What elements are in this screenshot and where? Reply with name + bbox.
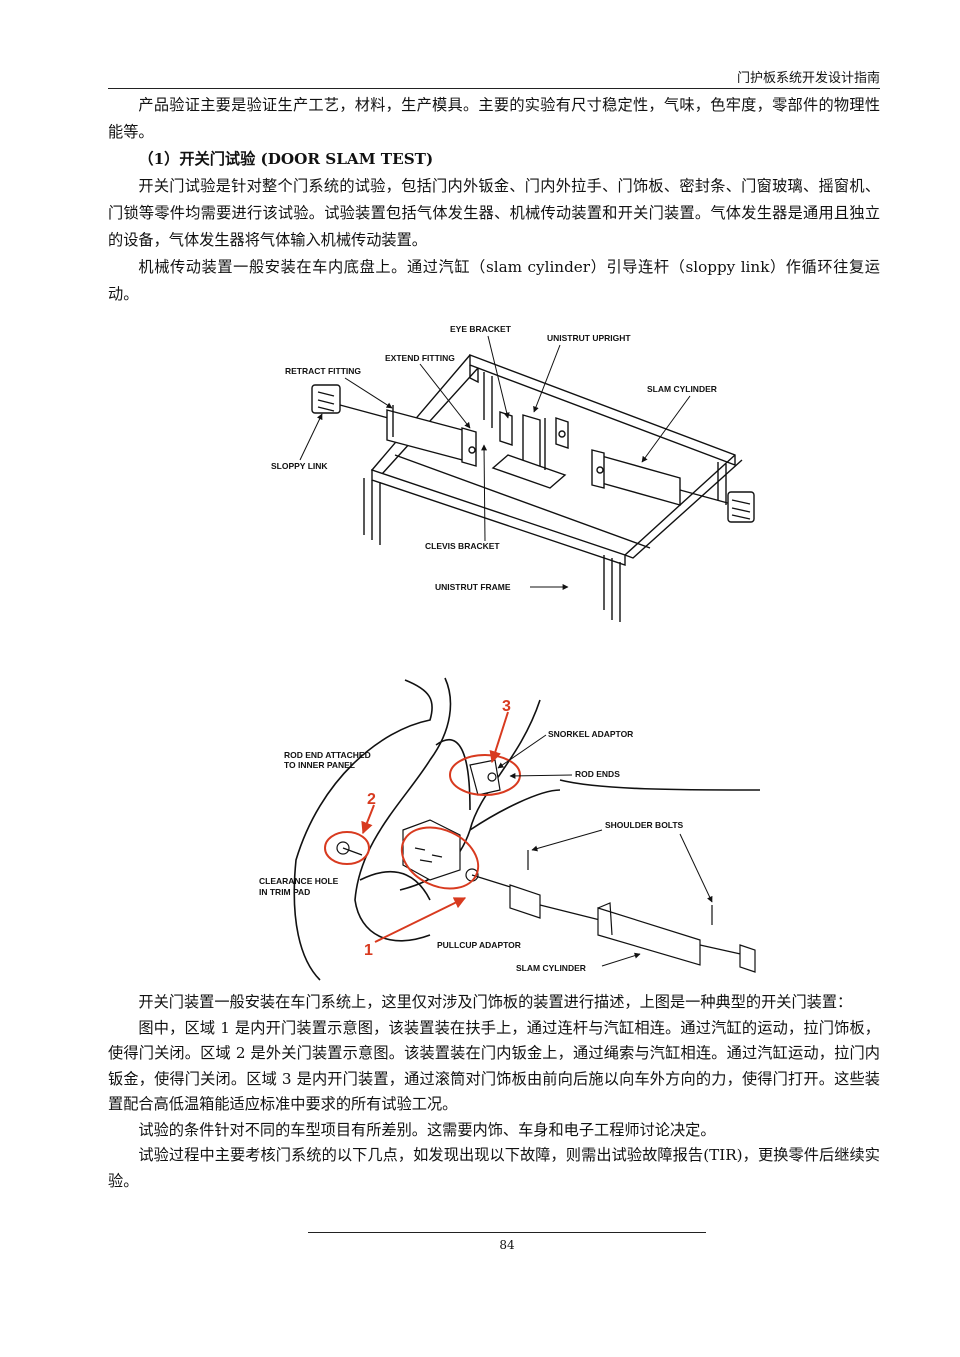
label-rod-ends: ROD ENDS — [575, 769, 620, 779]
label-clevis-bracket: CLEVIS BRACKET — [425, 541, 500, 551]
label-slam-cylinder-1: SLAM CYLINDER — [647, 384, 717, 394]
paragraph-door-slam-test: 开关门试验是针对整个门系统的试验，包括门内外钣金、门内外拉手、门饰板、密封条、门… — [108, 177, 880, 249]
body-text-after-figure: 开关门装置一般安装在车门系统上，这里仅对涉及门饰板的装置进行描述，上图是一种典型… — [108, 990, 880, 1194]
page-number: 84 — [499, 1238, 515, 1252]
region-3-marker: 3 — [502, 698, 511, 715]
label-eye-bracket: EYE BRACKET — [450, 324, 512, 334]
label-shoulder-bolts: SHOULDER BOLTS — [605, 820, 684, 830]
page-header-title: 门护板系统开发设计指南 — [736, 71, 880, 86]
label-sloppy-link: SLOPPY LINK — [271, 461, 328, 471]
label-snorkel-adaptor: SNORKEL ADAPTOR — [548, 729, 633, 739]
region-2-marker: 2 — [367, 791, 376, 808]
red-highlight-circles — [324, 711, 521, 943]
label-rod-end-attached-line1: ROD END ATTACHED — [284, 750, 371, 760]
label-slam-cylinder-2: SLAM CYLINDER — [516, 963, 586, 973]
paragraph-mechanical-drive: 机械传动装置一般安装在车内底盘上。通过汽缸（slam cylinder）引导连杆… — [108, 258, 880, 303]
figure1-leader-lines — [299, 335, 691, 590]
figure2-leader-lines — [497, 734, 713, 967]
label-retract-fitting: RETRACT FITTING — [285, 366, 361, 376]
label-unistrut-upright: UNISTRUT UPRIGHT — [547, 333, 631, 343]
paragraph-device-overview: 开关门装置一般安装在车门系统上，这里仅对涉及门饰板的装置进行描述，上图是一种典型… — [138, 993, 853, 1011]
label-unistrut-frame: UNISTRUT FRAME — [435, 582, 511, 592]
paragraph-test-checks: 试验过程中主要考核门系统的以下几点，如发现出现以下故障，则需出试验故障报告(TI… — [108, 1146, 880, 1190]
intro-text: 产品验证主要是验证生产工艺，材料，生产模具。主要的实验有尺寸稳定性，气味，色牢度… — [108, 92, 880, 308]
label-rod-end-attached-line2: TO INNER PANEL — [284, 760, 355, 770]
section-heading-door-slam-test: （1）开关门试验 (DOOR SLAM TEST) — [138, 150, 434, 168]
slam-cylinder-assembly-drawing — [336, 759, 756, 973]
label-clearance-hole-line2: IN TRIM PAD — [259, 887, 310, 897]
region-1-marker: 1 — [364, 942, 373, 959]
header-rule — [108, 88, 880, 89]
label-pullcup-adaptor: PULLCUP ADAPTOR — [437, 940, 521, 950]
door-panel-drawing — [293, 677, 761, 981]
paragraph-test-conditions: 试验的条件针对不同的车型项目有所差别。这需要内饰、车身和电子工程师讨论决定。 — [138, 1120, 716, 1139]
label-clearance-hole-line1: CLEARANCE HOLE — [259, 876, 339, 886]
unistrut-frame-drawing — [311, 353, 755, 622]
paragraph-product-validation: 产品验证主要是验证生产工艺，材料，生产模具。主要的实验有尺寸稳定性，气味，色牢度… — [108, 96, 880, 141]
paragraph-region-description: 图中，区域 1 是内开门装置示意图，该装置装在扶手上，通过连杆与汽缸相连。通过汽… — [108, 1018, 880, 1114]
footer-rule — [308, 1232, 706, 1233]
label-extend-fitting: EXTEND FITTING — [385, 353, 455, 363]
